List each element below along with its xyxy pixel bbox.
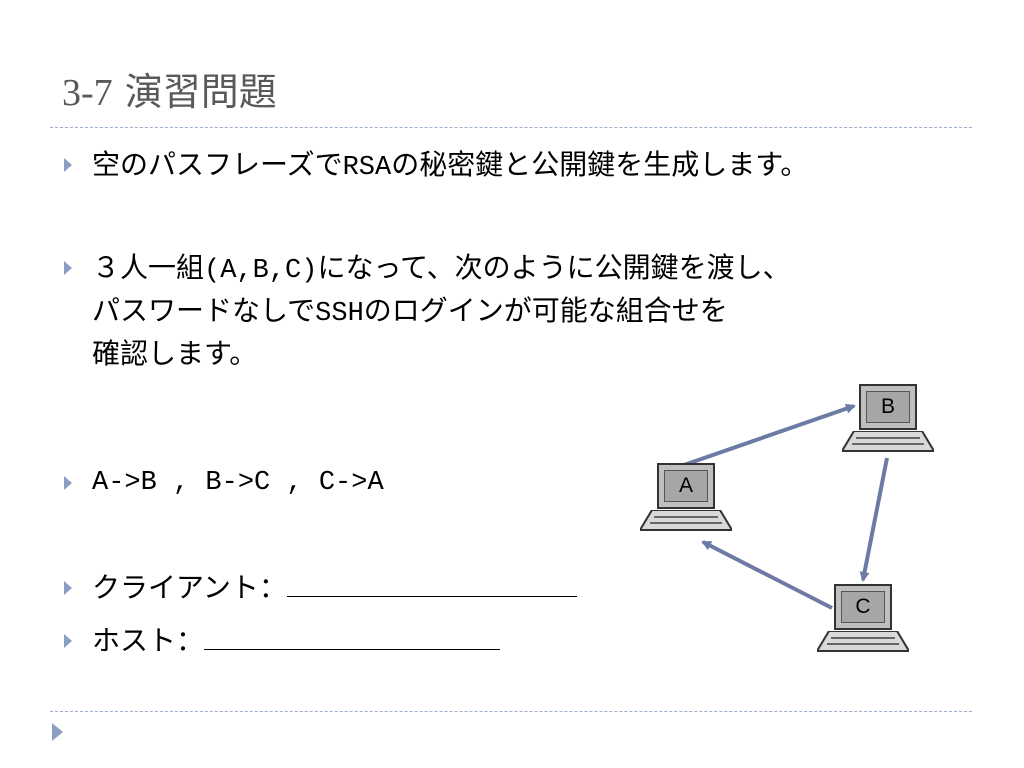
bullet-text-part: パスワードなしで [92, 294, 316, 327]
bullet-arrow-icon [64, 581, 72, 595]
bullet-code-abc: (A,B,C) [204, 256, 318, 286]
laptop-screen: C [834, 584, 892, 630]
bullet-text-line1: ３人一組(A,B,C)になって、次のように公開鍵を渡し、 [92, 248, 791, 291]
bullet-arrow-icon [64, 158, 72, 172]
bullet-code-rsa: RSA [342, 153, 392, 183]
slide-corner-arrow-icon [52, 723, 63, 741]
bullet-text-part: のログインが可能な組合せを [363, 294, 728, 327]
bullet-key-pairs: A->B , B->C , C->A [64, 463, 384, 503]
laptop-keyboard [640, 510, 732, 532]
title-divider [50, 127, 972, 128]
bullet-text: 空のパスフレーズでRSAの秘密鍵と公開鍵を生成します。 [92, 145, 808, 188]
laptop-keyboard [817, 631, 909, 653]
laptop-screen: B [859, 384, 917, 430]
bullet-group-instructions: ３人一組(A,B,C)になって、次のように公開鍵を渡し、 パスワードなしでSSH… [64, 248, 791, 374]
laptop-c: C [817, 584, 909, 660]
bullet-text-line3: 確認します。 [92, 337, 258, 370]
bullet-text-part: になって、次のように公開鍵を渡し、 [317, 251, 791, 284]
arrow-a-to-b [683, 403, 856, 467]
bullet-text-part: ３人一組 [92, 251, 205, 284]
laptop-b: B [842, 384, 934, 460]
bullet-code-pairs: A->B , B->C , C->A [92, 468, 384, 498]
laptop-a: A [640, 463, 732, 539]
bullet-host: ホスト： [64, 621, 501, 661]
laptop-label-a: A [664, 470, 708, 502]
host-label: ホスト： [92, 624, 205, 657]
bullet-text-line2: パスワードなしでSSHのログインが可能な組合せを [92, 291, 791, 334]
bullet-arrow-icon [64, 634, 72, 648]
host-answer-blank [204, 627, 501, 650]
slide-title-text: 演習問題 [124, 70, 277, 114]
bullet-text: ホスト： [92, 621, 501, 661]
laptop-keyboard [842, 431, 934, 453]
laptop-label-c: C [841, 591, 885, 623]
bullet-client: クライアント： [64, 568, 577, 608]
laptop-screen: A [657, 463, 715, 509]
client-label: クライアント： [92, 571, 287, 604]
client-answer-blank [286, 574, 577, 597]
bullet-arrow-icon [64, 476, 72, 490]
arrow-c-to-a [701, 540, 833, 610]
bullet-arrow-icon [64, 261, 72, 275]
bullet-generate-keys: 空のパスフレーズでRSAの秘密鍵と公開鍵を生成します。 [64, 145, 808, 188]
bullet-text-part: 空のパスフレーズで [92, 148, 343, 181]
arrow-b-to-c [859, 457, 889, 582]
bullet-text: クライアント： [92, 568, 577, 608]
footer-divider [50, 711, 972, 712]
slide-title: 3-7 演習問題 [62, 70, 277, 117]
slide-title-number: 3-7 [62, 72, 113, 114]
bullet-text-part: の秘密鍵と公開鍵を生成します。 [391, 148, 809, 181]
bullet-code-ssh: SSH [315, 299, 364, 329]
laptop-label-b: B [866, 391, 910, 423]
